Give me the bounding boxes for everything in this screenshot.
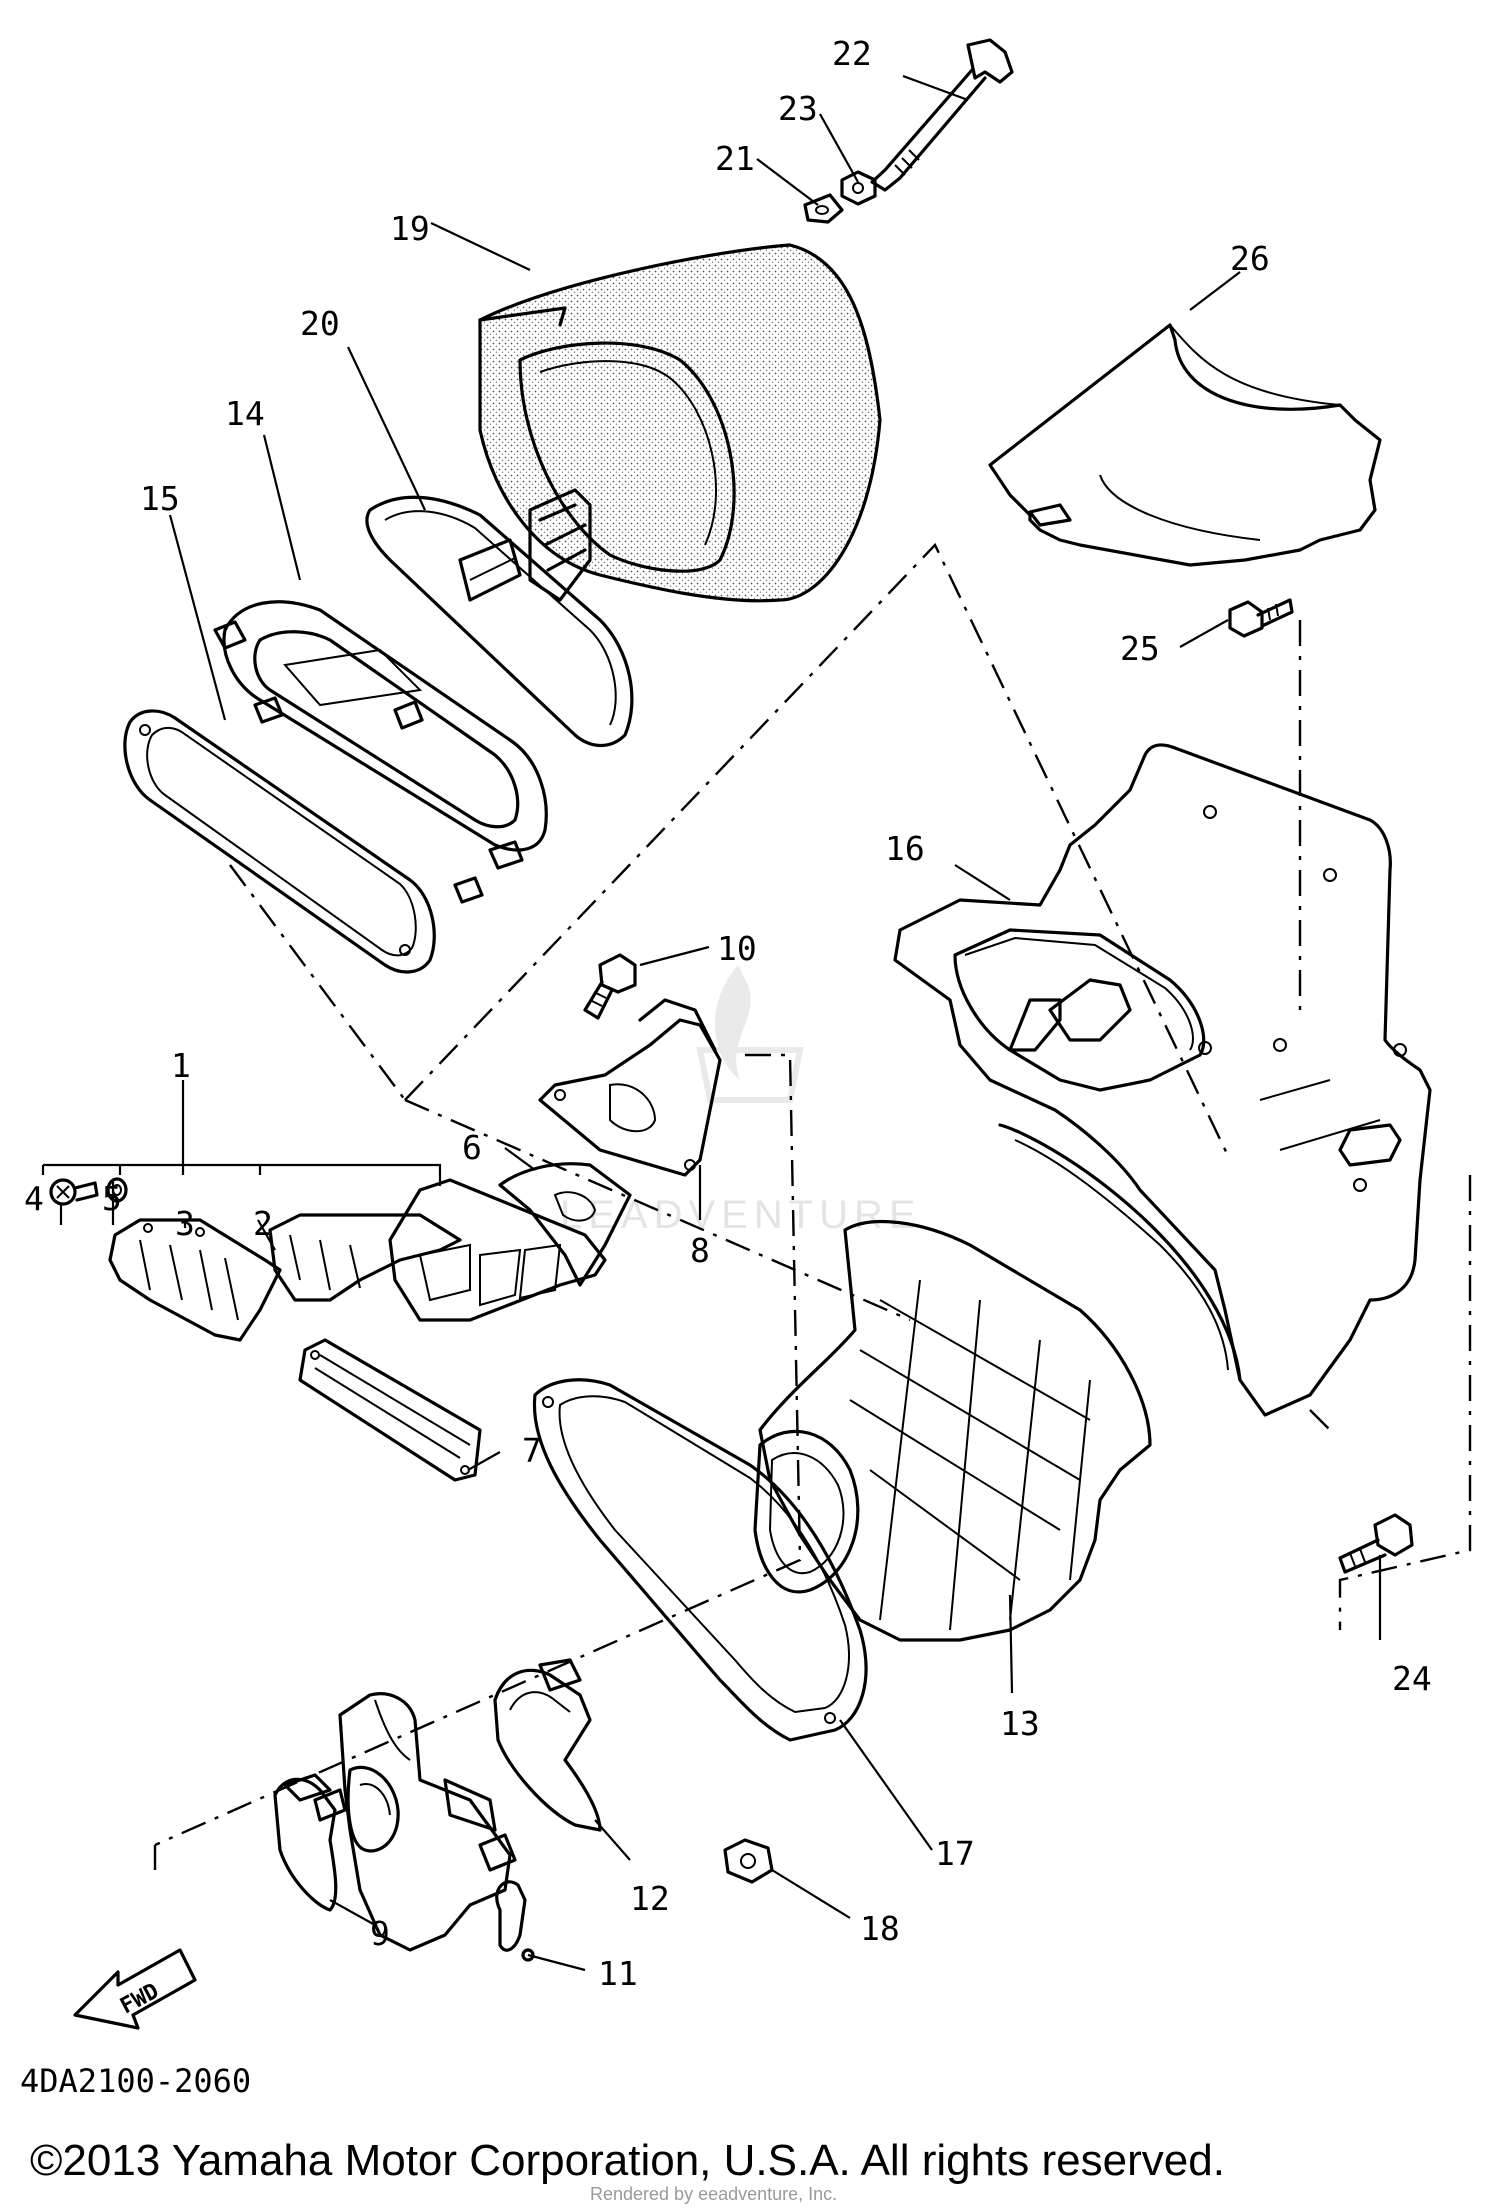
- callout-8: 8: [690, 1231, 710, 1270]
- air-filter-19: [478, 243, 882, 603]
- gasket-6: [498, 1162, 632, 1287]
- callout-13: 13: [1000, 1704, 1040, 1743]
- callout-6: 6: [462, 1128, 482, 1167]
- intake-manifold-8: [538, 998, 722, 1177]
- callout-12: 12: [630, 1879, 670, 1918]
- bolt-22: [870, 38, 1014, 192]
- callout-5: 5: [102, 1179, 122, 1218]
- bolt-24: [1338, 1513, 1414, 1574]
- callout-15: 15: [140, 479, 180, 518]
- callout-14: 14: [225, 394, 265, 433]
- callout-19: 19: [390, 209, 430, 248]
- clamp-9: [273, 1773, 347, 1912]
- callout-16: 16: [885, 829, 925, 868]
- watermark-text: LEADVENTURE: [560, 1193, 922, 1237]
- intake-joint-13: [753, 1220, 1152, 1642]
- callout-10: 10: [717, 929, 757, 968]
- fwd-label: FWD: [116, 1979, 163, 2020]
- callout-9: 9: [370, 1914, 390, 1953]
- bolt-10: [583, 953, 637, 1020]
- cover-26: [988, 323, 1382, 567]
- callout-7: 7: [522, 1431, 542, 1470]
- callout-2: 2: [253, 1204, 273, 1243]
- carburetor: [338, 1692, 517, 1952]
- clip-11: [495, 1880, 535, 1962]
- washer-21: [803, 193, 844, 224]
- nut-23: [840, 170, 877, 206]
- rendered-by-text: Rendered by eeadventure, Inc.: [590, 2184, 837, 2204]
- callout-23: 23: [778, 89, 818, 128]
- callout-21: 21: [715, 139, 755, 178]
- filter-guide-20: [365, 488, 634, 748]
- stud-icon: [213, 620, 524, 904]
- air-filter-case-16: [893, 743, 1432, 1417]
- nut-18: [723, 1838, 774, 1884]
- bolt-25: [1228, 598, 1294, 638]
- diagram-part-number: 4DA2100-2060: [20, 2062, 251, 2100]
- callout-4: 4: [24, 1179, 44, 1218]
- filter-holder-14: [213, 600, 548, 904]
- callout-25: 25: [1120, 629, 1160, 668]
- callout-17: 17: [935, 1834, 975, 1873]
- callout-3: 3: [175, 1204, 195, 1243]
- callout-18: 18: [860, 1909, 900, 1948]
- copyright-text: ©2013 Yamaha Motor Corporation, U.S.A. A…: [30, 2136, 1225, 2185]
- callouts: 1 2 3 4 5 6 7 8 9 10 11 12 13 14 15 16 1…: [24, 34, 1432, 1993]
- clamp-12: [493, 1658, 602, 1832]
- callout-1: 1: [171, 1046, 191, 1085]
- gasket-15: [123, 709, 436, 974]
- callout-11: 11: [598, 1954, 638, 1993]
- joint-gasket-17: [532, 1378, 868, 1742]
- assembly-lines: [153, 542, 1472, 1870]
- reed-valve-assembly: [49, 1177, 607, 1482]
- callout-26: 26: [1230, 239, 1270, 278]
- leader-lines: [41, 74, 1382, 1972]
- watermark: LEADVENTURE: [560, 965, 922, 1237]
- callout-20: 20: [300, 304, 340, 343]
- screw-4: [49, 1178, 99, 1206]
- callout-22: 22: [832, 34, 872, 73]
- callout-24: 24: [1392, 1659, 1432, 1698]
- fwd-arrow-icon: FWD: [73, 1948, 197, 2030]
